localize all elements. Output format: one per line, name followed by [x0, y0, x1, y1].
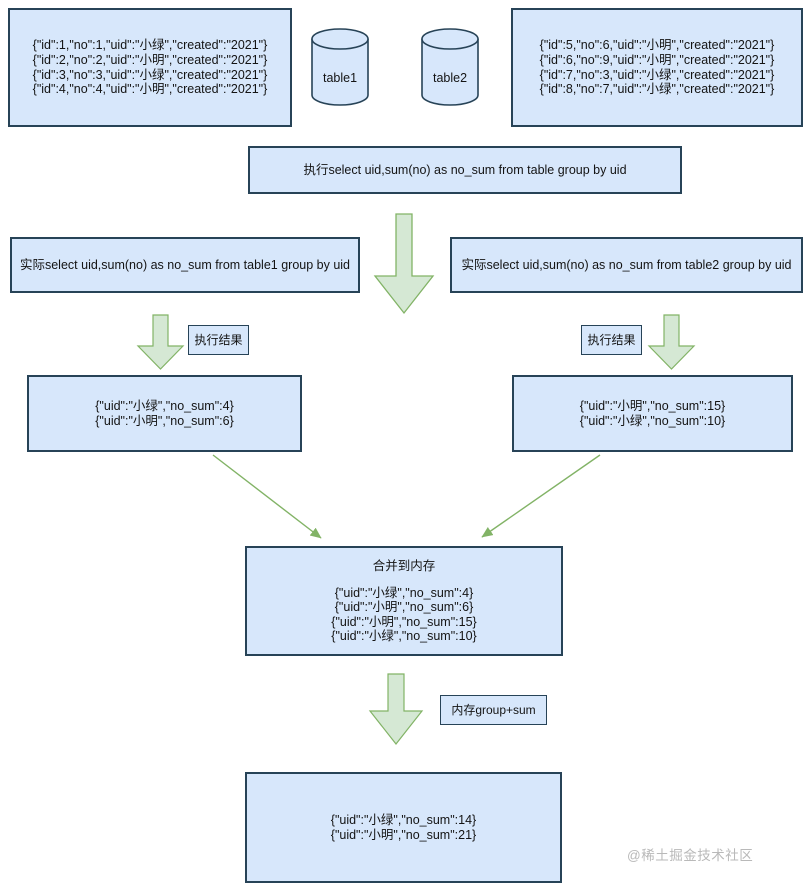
- final-result-box: {"uid":"小绿","no_sum":14} {"uid":"小明","no…: [245, 772, 562, 883]
- json-line: {"uid":"小明","no_sum":6}: [334, 600, 474, 615]
- json-line: {"uid":"小明","no_sum":15}: [579, 398, 726, 413]
- json-line: {"uid":"小绿","no_sum":10}: [331, 629, 477, 644]
- actual-query-table2-box: 实际select uid,sum(no) as no_sum from tabl…: [450, 237, 803, 293]
- arrow-memory-down: [368, 673, 424, 745]
- merge-title: 合并到内存: [372, 559, 436, 573]
- actual-query-table1-box: 实际select uid,sum(no) as no_sum from tabl…: [10, 237, 360, 293]
- json-line: {"id":5,"no":6,"uid":"小明","created":"202…: [539, 38, 775, 53]
- json-line: {"uid":"小绿","no_sum":4}: [334, 585, 474, 600]
- arrow-merge-from-left: [212, 454, 322, 539]
- exec-result-label-right: 执行结果: [581, 325, 642, 355]
- json-line: {"id":6,"no":9,"uid":"小明","created":"202…: [539, 52, 775, 67]
- exec-query-box: 执行select uid,sum(no) as no_sum from tabl…: [248, 146, 682, 194]
- exec-result-label-left: 执行结果: [188, 325, 249, 355]
- json-line: {"id":2,"no":2,"uid":"小明","created":"202…: [32, 52, 268, 67]
- arrow-exec-down: [373, 213, 435, 315]
- watermark: @稀土掘金技术社区: [627, 848, 754, 863]
- merge-memory-box: 合并到内存 {"uid":"小绿","no_sum":4} {"uid":"小明…: [245, 546, 563, 656]
- table1-label: table1: [322, 71, 358, 85]
- result-table1-box: {"uid":"小绿","no_sum":4} {"uid":"小明","no_…: [27, 375, 302, 452]
- json-line: {"uid":"小绿","no_sum":4}: [95, 398, 234, 413]
- json-line: {"uid":"小明","no_sum":15}: [331, 614, 477, 629]
- json-line: {"uid":"小明","no_sum":21}: [330, 827, 477, 842]
- arrow-right-result-down: [647, 314, 696, 370]
- memory-group-sum-text: 内存group+sum: [451, 702, 536, 717]
- exec-query-text: 执行select uid,sum(no) as no_sum from tabl…: [303, 162, 627, 177]
- exec-result-text: 执行结果: [194, 332, 243, 347]
- actual-query-text: 实际select uid,sum(no) as no_sum from tabl…: [461, 257, 792, 272]
- json-line: {"id":8,"no":7,"uid":"小绿","created":"202…: [539, 82, 775, 97]
- actual-query-text: 实际select uid,sum(no) as no_sum from tabl…: [19, 257, 351, 272]
- memory-group-sum-label: 内存group+sum: [440, 695, 547, 725]
- json-line: {"uid":"小绿","no_sum":14}: [330, 812, 477, 827]
- json-line: {"id":3,"no":3,"uid":"小绿","created":"202…: [32, 67, 268, 82]
- database-table1: table1: [310, 27, 370, 107]
- table2-label: table2: [432, 71, 468, 85]
- cylinder-icon: [421, 28, 479, 106]
- arrow-left-result-down: [136, 314, 185, 370]
- result-table2-box: {"uid":"小明","no_sum":15} {"uid":"小绿","no…: [512, 375, 793, 452]
- source-table1-box: {"id":1,"no":1,"uid":"小绿","created":"202…: [8, 8, 292, 127]
- source-table2-box: {"id":5,"no":6,"uid":"小明","created":"202…: [511, 8, 803, 127]
- json-line: {"id":1,"no":1,"uid":"小绿","created":"202…: [32, 38, 268, 53]
- json-line: {"id":7,"no":3,"uid":"小绿","created":"202…: [539, 67, 775, 82]
- arrow-merge-from-right: [481, 454, 601, 538]
- database-table2: table2: [420, 27, 480, 107]
- json-line: {"uid":"小绿","no_sum":10}: [579, 413, 726, 428]
- json-line: {"uid":"小明","no_sum":6}: [95, 413, 234, 428]
- json-line: {"id":4,"no":4,"uid":"小明","created":"202…: [32, 82, 268, 97]
- cylinder-icon: [311, 28, 369, 106]
- exec-result-text: 执行结果: [587, 332, 636, 347]
